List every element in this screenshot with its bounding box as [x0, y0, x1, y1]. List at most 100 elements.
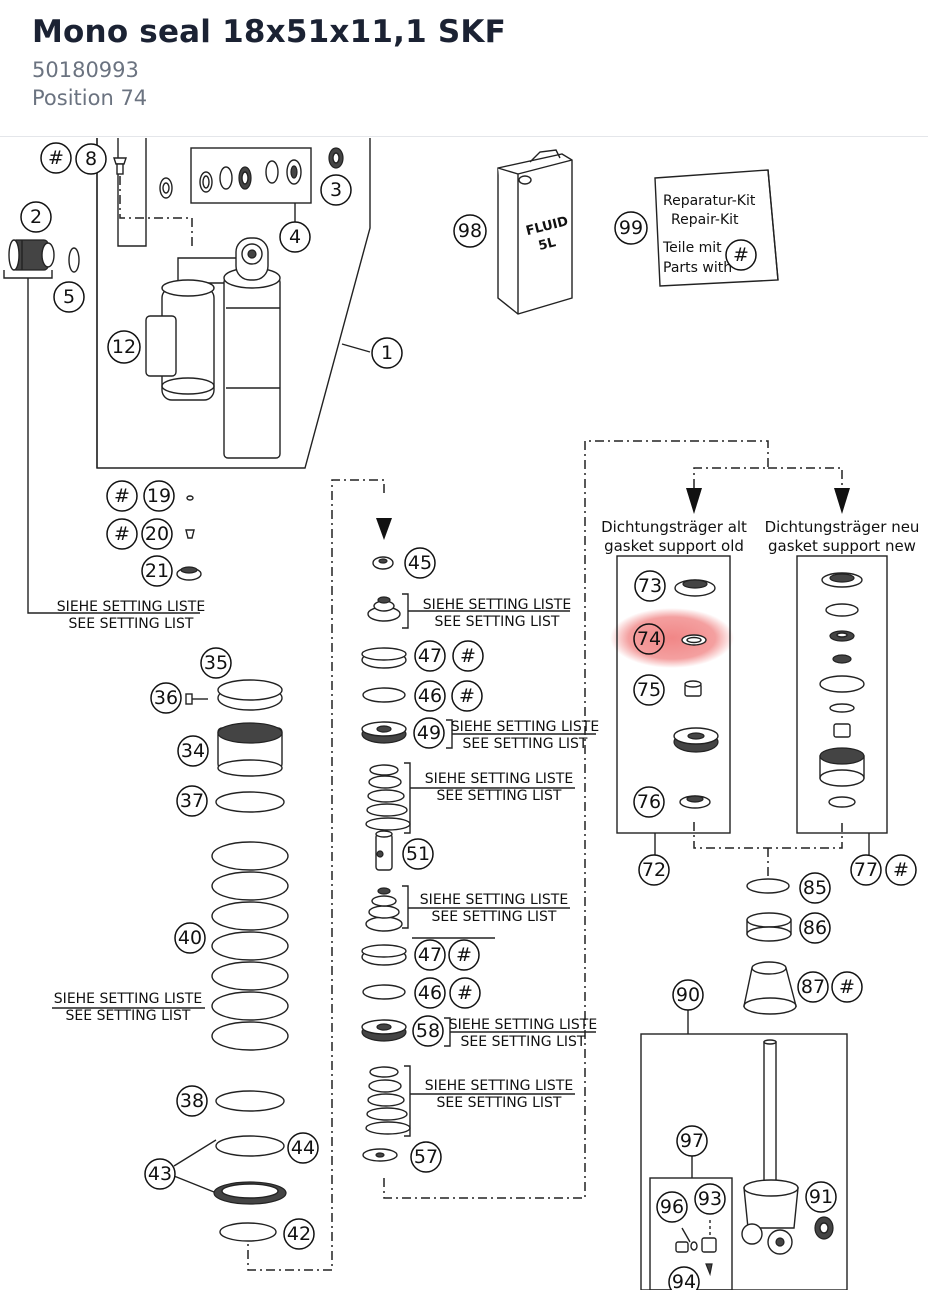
callout-75[interactable]: 75: [633, 674, 665, 706]
callout-46a[interactable]: 46: [414, 680, 446, 712]
svg-text:51: 51: [406, 843, 430, 865]
part-21: [176, 566, 202, 581]
callout-99[interactable]: 99: [614, 211, 648, 245]
callout-1[interactable]: 1: [371, 337, 403, 369]
callout-45[interactable]: 45: [404, 547, 436, 579]
part-2-valve: [8, 239, 55, 271]
callout-93[interactable]: 93: [694, 1183, 726, 1215]
callout-76[interactable]: 76: [633, 786, 665, 818]
callout-94[interactable]: 94: [668, 1266, 700, 1290]
svg-text:38: 38: [180, 1090, 204, 1112]
svg-text:97: 97: [680, 1130, 704, 1152]
part-shim-stack-4: [365, 1066, 411, 1135]
callout-91[interactable]: 91: [805, 1181, 837, 1213]
callout-51[interactable]: 51: [402, 838, 434, 870]
callout-97[interactable]: 97: [676, 1125, 708, 1157]
gasket-box-old: [616, 555, 731, 834]
svg-text:47: 47: [418, 645, 442, 667]
part-73-seal-carrier: [674, 579, 716, 597]
svg-text:36: 36: [154, 687, 178, 709]
callout-57[interactable]: 57: [410, 1141, 442, 1173]
callout-8[interactable]: 8: [75, 143, 107, 175]
part-57-washer: [362, 1148, 398, 1162]
callout-90[interactable]: 90: [672, 979, 704, 1011]
fluid-label-2: 5L: [537, 235, 557, 254]
part-new-small-ring: [829, 703, 855, 713]
svg-text:#: #: [114, 523, 130, 545]
callout-37[interactable]: 37: [176, 785, 208, 817]
callout-85[interactable]: 85: [799, 872, 831, 904]
setting-de-5: SIEHE SETTING LISTE: [420, 892, 568, 908]
callout-42[interactable]: 42: [283, 1218, 315, 1250]
callout-3[interactable]: 3: [320, 174, 352, 206]
svg-text:57: 57: [414, 1146, 438, 1168]
callout-hash-46b: #: [449, 977, 481, 1009]
part-38-ring: [215, 1090, 285, 1112]
kit-label-4: Parts with: [663, 260, 732, 276]
svg-text:#: #: [48, 147, 64, 169]
part-47-ring: [361, 647, 407, 669]
svg-text:#: #: [114, 485, 130, 507]
callout-87[interactable]: 87: [797, 971, 829, 1003]
callout-40[interactable]: 40: [174, 922, 206, 954]
part-99-repair-kit: Reparatur-Kit Repair-Kit Teile mit Parts…: [654, 169, 779, 287]
callout-19[interactable]: 19: [143, 480, 175, 512]
callout-73[interactable]: 73: [634, 570, 666, 602]
callout-38[interactable]: 38: [176, 1085, 208, 1117]
callout-2[interactable]: 2: [20, 201, 52, 233]
svg-text:1: 1: [381, 342, 393, 364]
callout-46b[interactable]: 46: [414, 977, 446, 1009]
callout-47a[interactable]: 47: [414, 640, 446, 672]
svg-text:#: #: [460, 645, 476, 667]
part-new-oring: [819, 675, 865, 693]
exploded-parts-diagram: FLUID 5L Reparatur-Kit Repair-Kit Teile …: [3, 138, 919, 1290]
svg-text:45: 45: [408, 552, 432, 574]
svg-text:5: 5: [63, 286, 75, 308]
callout-72[interactable]: 72: [638, 854, 670, 886]
part-96-needle: [675, 1237, 717, 1253]
svg-text:99: 99: [619, 217, 643, 239]
part-34-adjuster: [217, 722, 283, 777]
callout-44[interactable]: 44: [287, 1132, 319, 1164]
callout-21[interactable]: 21: [141, 555, 173, 587]
callout-34[interactable]: 34: [177, 735, 209, 767]
part-44-ring: [215, 1135, 285, 1157]
callout-49[interactable]: 49: [413, 717, 445, 749]
leader-dash-8: [119, 176, 193, 250]
callout-43[interactable]: 43: [144, 1158, 176, 1190]
callout-98[interactable]: 98: [453, 214, 487, 248]
callout-35[interactable]: 35: [200, 647, 232, 679]
kit-label-1: Reparatur-Kit: [663, 193, 756, 209]
callout-77[interactable]: 77: [850, 854, 882, 886]
callout-20[interactable]: 20: [141, 518, 173, 550]
setting-de-4: SIEHE SETTING LISTE: [425, 771, 573, 787]
part-5-oring: [68, 247, 80, 273]
part-45-nut: [372, 556, 394, 570]
callout-hash-47a: #: [452, 640, 484, 672]
callout-47b[interactable]: 47: [414, 939, 446, 971]
bracket-2: [3, 270, 53, 279]
svg-text:#: #: [457, 982, 473, 1004]
callout-5[interactable]: 5: [53, 281, 85, 313]
leader-72-77: [654, 833, 870, 856]
callout-12[interactable]: 12: [107, 330, 141, 364]
dash-column-left: [247, 479, 385, 1271]
part-new-seal-1: [829, 630, 855, 642]
part-3-bushing: [328, 147, 344, 169]
svg-text:73: 73: [638, 575, 662, 597]
callout-36[interactable]: 36: [150, 682, 182, 714]
callout-96[interactable]: 96: [656, 1191, 688, 1223]
part-46-oring: [362, 687, 406, 703]
part-4-box: [190, 147, 312, 204]
callout-hash-77: #: [885, 854, 917, 886]
setting-en-1: SEE SETTING LIST: [69, 616, 194, 632]
part-42-ring: [219, 1222, 277, 1242]
callout-4[interactable]: 4: [279, 221, 311, 253]
callout-74[interactable]: 74: [633, 623, 665, 655]
bracket-shims-4: [404, 1065, 575, 1137]
callout-hash-47b: #: [448, 939, 480, 971]
svg-text:12: 12: [112, 336, 136, 358]
callout-58[interactable]: 58: [412, 1015, 444, 1047]
callout-86[interactable]: 86: [799, 912, 831, 944]
svg-text:58: 58: [416, 1020, 440, 1042]
